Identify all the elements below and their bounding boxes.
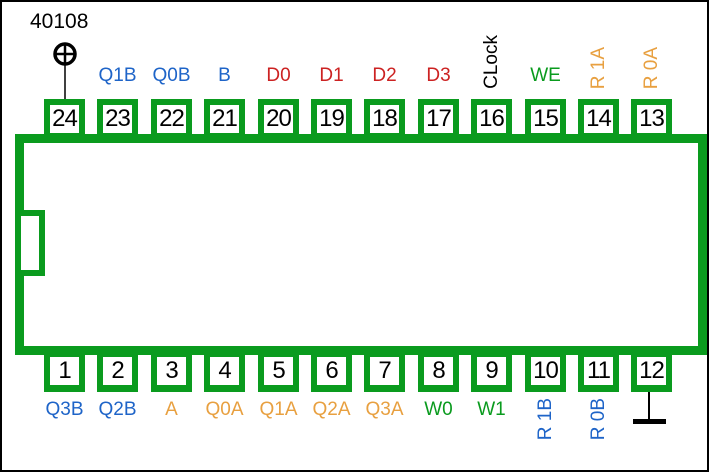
pin-5: 5 — [258, 351, 299, 392]
pin-3: 3 — [151, 351, 192, 392]
pin-24: 24 — [44, 99, 85, 140]
chip-notch-indicator — [15, 210, 45, 276]
pin-label-d3: D3 — [426, 65, 451, 86]
pin-label-q2b: Q2B — [98, 399, 137, 420]
pin-label-r1a: R 1A — [587, 46, 609, 89]
pin-22: 22 — [151, 99, 192, 140]
pin-12: 12 — [631, 351, 672, 392]
pin-label-q2a: Q2A — [312, 399, 351, 420]
pin-number-8: 8 — [424, 357, 453, 385]
pin-1: 1 — [44, 351, 85, 392]
pin-number-23: 23 — [103, 105, 132, 133]
pin-label-q0b: Q0B — [152, 65, 191, 86]
pin-label-we: WE — [530, 65, 561, 86]
ground-icon-bar — [633, 419, 666, 424]
pin-11: 11 — [578, 351, 619, 392]
pin-number-10: 10 — [531, 357, 560, 385]
pin-9: 9 — [471, 351, 512, 392]
chip-body — [15, 134, 707, 355]
pin-number-11: 11 — [584, 357, 613, 385]
pin-number-4: 4 — [210, 357, 239, 385]
pin-8: 8 — [418, 351, 459, 392]
pin-number-18: 18 — [370, 105, 399, 133]
pin-label-r0a: R 0A — [640, 46, 662, 89]
pin-13: 13 — [631, 99, 672, 140]
pin-number-16: 16 — [477, 105, 506, 133]
pin-23: 23 — [97, 99, 138, 140]
pin-6: 6 — [311, 351, 352, 392]
pin-20: 20 — [258, 99, 299, 140]
pin-number-17: 17 — [424, 105, 453, 133]
pin-label-q1b: Q1B — [98, 65, 137, 86]
pin-number-12: 12 — [637, 357, 666, 385]
pin-number-6: 6 — [317, 357, 346, 385]
pin-number-15: 15 — [531, 105, 560, 133]
pin-label-r0b: R 0B — [587, 398, 609, 441]
pin-number-5: 5 — [264, 357, 293, 385]
ground-icon — [648, 391, 650, 420]
pin-label-q3a: Q3A — [365, 399, 404, 420]
pin-label-r1b: R 1B — [534, 398, 556, 441]
pin-4: 4 — [204, 351, 245, 392]
pin-number-9: 9 — [477, 357, 506, 385]
pin-number-19: 19 — [317, 105, 346, 133]
pin-10: 10 — [525, 351, 566, 392]
pin-label-q1a: Q1A — [259, 399, 298, 420]
pin-2: 2 — [97, 351, 138, 392]
pin-number-3: 3 — [157, 357, 186, 385]
pin-label-d1: D1 — [319, 65, 344, 86]
pin-label-q3b: Q3B — [45, 399, 84, 420]
pin-19: 19 — [311, 99, 352, 140]
chip-title: 40108 — [30, 10, 89, 33]
pin-label-clock: CLock — [480, 35, 502, 89]
pin-number-20: 20 — [264, 105, 293, 133]
pin-14: 14 — [578, 99, 619, 140]
pin-label-d2: D2 — [372, 65, 397, 86]
pin-label-q0a: Q0A — [205, 399, 244, 420]
pin-number-2: 2 — [103, 357, 132, 385]
pin-number-21: 21 — [210, 105, 239, 133]
pin-18: 18 — [364, 99, 405, 140]
pin-number-13: 13 — [637, 105, 666, 133]
pin-number-14: 14 — [584, 105, 613, 133]
pin-label-d0: D0 — [266, 65, 291, 86]
pin-label-w1: W1 — [477, 399, 506, 420]
pin-21: 21 — [204, 99, 245, 140]
pin-17: 17 — [418, 99, 459, 140]
pin-number-1: 1 — [50, 357, 79, 385]
pin-7: 7 — [364, 351, 405, 392]
pin-number-24: 24 — [50, 105, 79, 133]
pin-number-22: 22 — [157, 105, 186, 133]
pin-number-7: 7 — [370, 357, 399, 385]
pin-label-a: A — [165, 399, 178, 420]
pin-15: 15 — [525, 99, 566, 140]
power-positive-icon — [53, 42, 77, 101]
pin-label-b: B — [218, 65, 231, 86]
pin-16: 16 — [471, 99, 512, 140]
pin-label-w0: W0 — [424, 399, 453, 420]
